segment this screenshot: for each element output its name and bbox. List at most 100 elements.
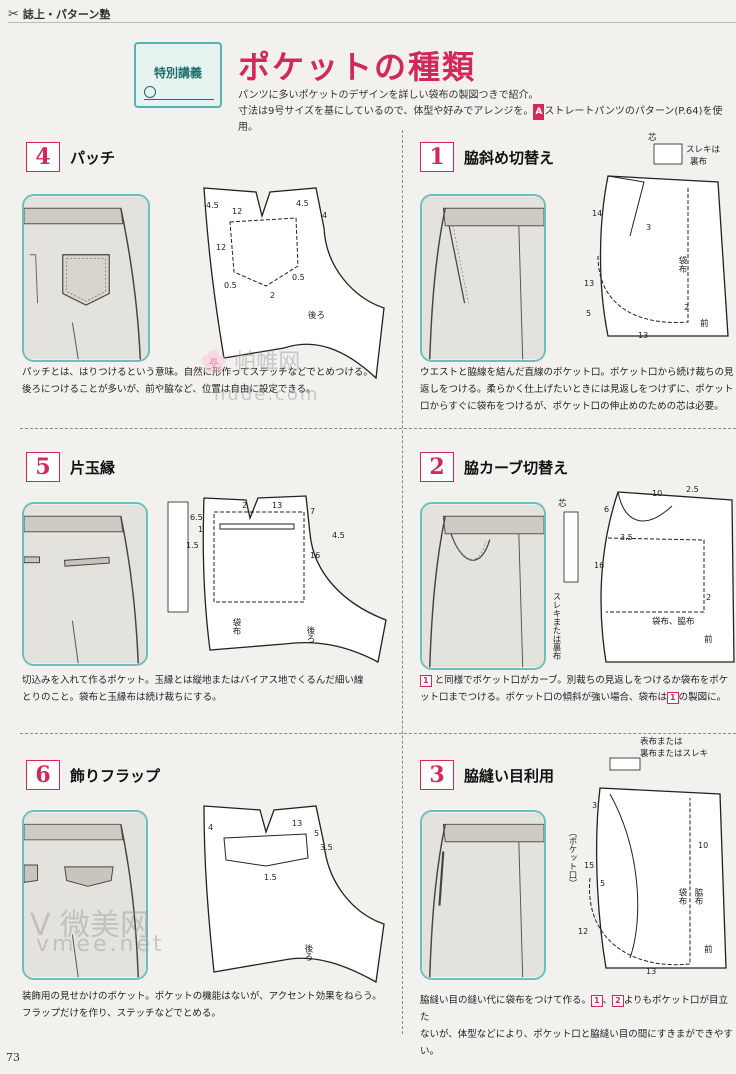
top-label: 表布または bbox=[640, 736, 683, 747]
desc-line: フラップだけを作り、ステッチなどでとめる。 bbox=[22, 1008, 221, 1019]
dim-label: 3 bbox=[592, 801, 597, 810]
side-seam-pattern-draft: 表布または 裏布またはスレキ （ポケット口） 3 10 15 5 12 13 袋… bbox=[567, 736, 736, 978]
dim-label: 13 bbox=[292, 819, 302, 828]
side-curve-pattern-draft: 芯 スレキまたは裏布 10 2.5 6 3.5 16 2 袋布、脇布 前 bbox=[551, 482, 736, 672]
desc-line: ウエストと脇線を結んだ直線のポケット口。ポケット口から続け裁ちの見 bbox=[420, 367, 734, 378]
dim-label: 3 bbox=[646, 223, 651, 232]
garment-photo bbox=[22, 194, 150, 362]
bag-label: 袋布 bbox=[677, 887, 687, 906]
back-label: 後ろ bbox=[308, 310, 325, 321]
dim-label: 4.5 bbox=[206, 201, 219, 210]
desc-line: 1 と同様でポケット口がカーブ。別裁ちの見返しをつけるか袋布をポケ bbox=[420, 672, 736, 689]
dim-label: 3.5 bbox=[620, 533, 633, 542]
sleek-label: スレキは bbox=[686, 145, 721, 155]
ref-mark: 2 bbox=[612, 995, 624, 1007]
dim-label: 4 bbox=[322, 211, 327, 220]
section-side-diagonal: 1 脇斜め切替え 芯 スレキは 裏布 14 3 bbox=[420, 132, 736, 422]
dim-label: 0.5 bbox=[292, 273, 305, 282]
desc-text: ット口までつける。ポケット口の傾斜が強い場合、袋布は bbox=[420, 692, 668, 703]
side-diagonal-pattern-draft: 芯 スレキは 裏布 14 3 13 5 2 13 袋布 前 bbox=[578, 132, 736, 346]
section-title: 飾りフラップ bbox=[70, 766, 161, 785]
ref-mark: 1 bbox=[667, 692, 679, 704]
intro-line-2a: 寸法は9号サイズを基にしているので、体型や好みでアレンジを。 bbox=[238, 106, 534, 117]
bag-label: 袋布 bbox=[231, 617, 241, 636]
intro-text: パンツに多いポケットのデザインを詳しい袋布の製図つきで紹介。 寸法は9号サイズを… bbox=[238, 88, 736, 136]
special-lecture-badge: 特別講義 bbox=[134, 42, 222, 108]
desc-line: パッチとは、はりつけるという意味。自然に形作ってステッチなどでとめつける。 bbox=[22, 367, 373, 378]
desc-line: 口からすぐに袋布をつけるが、ポケット口の伸止めのための芯は必要。 bbox=[420, 401, 724, 412]
intro-line-1: パンツに多いポケットのデザインを詳しい袋布の製図つきで紹介。 bbox=[238, 90, 539, 101]
curve-pocket-illustration bbox=[422, 504, 544, 668]
dim-label: 13 bbox=[646, 967, 656, 976]
flap-illustration bbox=[24, 812, 146, 978]
dim-label: 16 bbox=[310, 551, 320, 560]
section-side-curve: 2 脇カーブ切替え 芯 スレキまたは裏布 10 2.5 bbox=[420, 452, 736, 732]
dim-label: 6.5 bbox=[190, 513, 203, 522]
garment-photo bbox=[420, 502, 546, 670]
dim-label: 5 bbox=[586, 309, 591, 318]
lining-label: 裏布 bbox=[690, 156, 707, 167]
front-label: 前 bbox=[704, 944, 713, 955]
pattern-svg: 4 13 5 3.5 1.5 後ろ bbox=[203, 805, 385, 984]
dim-label: 13 bbox=[584, 279, 594, 288]
dim-label: 4.5 bbox=[332, 531, 345, 540]
section-title: 片玉縁 bbox=[70, 458, 116, 477]
section-decorative-flap: 6 飾りフラップ 4 13 5 3.5 1.5 後ろ bbox=[22, 760, 396, 1040]
desc-line: 切込みを入れて作るポケット。玉縁とは縦地またはバイアス地でくるんだ細い線 bbox=[22, 675, 364, 686]
back-label: 後ろ bbox=[305, 625, 315, 643]
garment-photo bbox=[22, 502, 148, 666]
pattern-mark: A bbox=[533, 104, 545, 120]
dim-label: 12 bbox=[216, 243, 226, 252]
column-divider bbox=[402, 130, 403, 1034]
section-description: ウエストと脇線を結んだ直線のポケット口。ポケット口から続け裁ちの見 返しをつける… bbox=[420, 364, 736, 415]
desc-line: とりのこと。袋布と玉縁布は続け裁ちにする。 bbox=[22, 692, 222, 703]
dim-label: 5 bbox=[314, 829, 319, 838]
welt-pocket-illustration bbox=[24, 504, 146, 664]
dim-label: 1.5 bbox=[186, 541, 199, 550]
patch-pattern-draft: 4.5 12 4.5 4 12 0.5 0.5 2 後ろ bbox=[203, 187, 394, 398]
running-head-text: 誌上・パターン塾 bbox=[22, 8, 111, 21]
dim-label: 1.5 bbox=[264, 873, 277, 882]
pattern-svg: 表布または 裏布またはスレキ （ポケット口） 3 10 15 5 12 13 袋… bbox=[567, 736, 727, 976]
running-head: ✂ 誌上・パターン塾 bbox=[8, 6, 110, 22]
section-description: 装飾用の見せかけのポケット。ポケットの機能はないが、アクセント効果をねらう。 フ… bbox=[22, 988, 402, 1022]
back-label: 後ろ bbox=[303, 943, 313, 961]
row-divider-1 bbox=[20, 428, 736, 429]
dim-label: 4.5 bbox=[296, 199, 309, 208]
section-header: 3 脇縫い目利用 bbox=[420, 760, 554, 790]
dim-label: 13 bbox=[638, 331, 648, 340]
dim-label: 0.5 bbox=[224, 281, 237, 290]
slant-pocket-illustration bbox=[422, 196, 544, 360]
badge-label: 特別講義 bbox=[153, 66, 202, 80]
desc-text: 脇縫い目の縫い代に袋布をつけて作る。 bbox=[420, 995, 592, 1006]
desc-line: 返しをつける。柔らかく仕上げたいときには見返しをつけずに、ポケット bbox=[420, 384, 734, 395]
desc-line: 後ろにつけることが多いが、前や脇など、位置は自由に設定できる。 bbox=[22, 384, 316, 395]
desc-text: と同様でポケット口がカーブ。別裁ちの見返しをつけるか袋布をポケ bbox=[434, 675, 729, 686]
dim-label: 4 bbox=[208, 823, 213, 832]
desc-text: の製図に。 bbox=[678, 692, 727, 703]
dim-label: 3.5 bbox=[320, 843, 333, 852]
dim-label: 12 bbox=[578, 927, 588, 936]
ref-mark: 1 bbox=[591, 995, 603, 1007]
bag-label: 袋布 bbox=[677, 255, 687, 273]
section-single-welt: 5 片玉縁 2 13 6.5 1 1.5 bbox=[22, 452, 396, 732]
section-description: 1 と同様でポケット口がカーブ。別裁ちの見返しをつけるか袋布をポケ ット口までつ… bbox=[420, 672, 736, 706]
dim-label: 10 bbox=[698, 841, 708, 850]
seam-pocket-illustration bbox=[422, 812, 544, 978]
desc-line: 装飾用の見せかけのポケット。ポケットの機能はないが、アクセント効果をねらう。 bbox=[22, 991, 382, 1002]
garment-photo bbox=[22, 810, 148, 980]
dim-label: 7 bbox=[310, 507, 315, 516]
section-number: 5 bbox=[26, 452, 60, 482]
pattern-svg: 2 13 6.5 1 1.5 7 16 4.5 袋布 後ろ bbox=[167, 495, 387, 663]
dim-label: 5 bbox=[600, 879, 605, 888]
head-rule bbox=[8, 22, 736, 23]
desc-text: よりもポケット口が目立た bbox=[420, 995, 728, 1023]
section-patch: 4 パッチ 4.5 12 4.5 4 12 0. bbox=[22, 142, 396, 422]
section-title: 脇カーブ切替え bbox=[464, 458, 569, 477]
dim-label: 16 bbox=[594, 561, 604, 570]
ref-mark: 1 bbox=[420, 675, 432, 687]
dim-label: 2 bbox=[706, 593, 711, 602]
